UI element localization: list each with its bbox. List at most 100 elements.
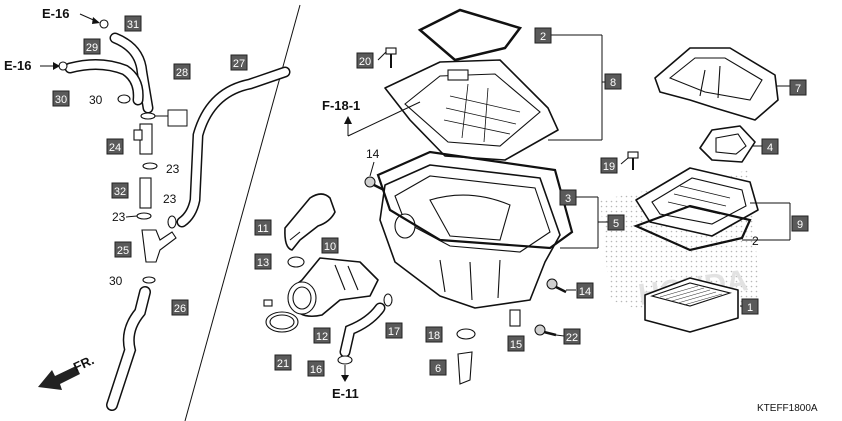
callout-30-low-label: 30 <box>109 274 123 288</box>
fr-label: FR. <box>71 352 96 374</box>
callout-21: 21 <box>274 354 292 371</box>
boot-10 <box>287 257 379 318</box>
callout-24: 24 <box>106 138 124 155</box>
callout-18-label: 18 <box>428 330 440 342</box>
callout-32: 32 <box>111 182 129 199</box>
clamp-30-lower <box>142 276 156 284</box>
ref-e16-left: E-16 <box>4 58 31 73</box>
callout-9-label: 9 <box>797 219 803 231</box>
callout-6-label: 6 <box>435 363 441 375</box>
callout-23a-label: 23 <box>166 162 180 176</box>
ref-e16-top: E-16 <box>42 6 69 21</box>
callout-15-label: 15 <box>510 339 522 351</box>
callout-11-label: 11 <box>257 223 268 235</box>
callout-23b: 23 <box>163 192 177 206</box>
callout-17: 17 <box>385 322 403 339</box>
clip-29 <box>99 19 109 29</box>
callout-7-label: 7 <box>795 83 801 95</box>
clamp-13 <box>287 256 305 268</box>
gasket-3 <box>376 150 574 250</box>
clip-30-top <box>58 61 68 71</box>
callout-14-top: 14 <box>366 147 380 161</box>
seal-4 <box>699 125 756 163</box>
callout-8: 8 <box>604 73 622 90</box>
callout-30-left: 30 <box>52 90 70 107</box>
callout-21-label: 21 <box>277 358 289 370</box>
callout-25: 25 <box>114 241 132 258</box>
front-direction-arrow: FR. <box>38 352 96 390</box>
band-21 <box>263 299 299 333</box>
callout-22: 22 <box>563 328 581 345</box>
callout-24-label: 24 <box>109 142 121 154</box>
hose-28 <box>64 59 144 106</box>
callout-22-label: 22 <box>566 332 578 344</box>
callout-28-label: 28 <box>176 67 188 79</box>
callout-29: 29 <box>83 38 101 55</box>
diagram-code: KTEFF1800A <box>757 403 818 414</box>
callout-4: 4 <box>761 138 779 155</box>
callout-27-label: 27 <box>233 58 245 70</box>
leader-box-small <box>167 109 188 127</box>
callout-20-label: 20 <box>359 56 371 68</box>
bolt-14-top <box>364 176 385 192</box>
callout-8-label: 8 <box>610 77 616 89</box>
callout-2-right-label: 2 <box>752 234 759 248</box>
callout-17-label: 17 <box>388 326 400 338</box>
callout-14-right-label: 14 <box>579 286 591 298</box>
callout-12: 12 <box>313 327 331 344</box>
callout-2-right: 2 <box>752 234 759 248</box>
callout-30-mid-label: 30 <box>89 93 103 107</box>
callout-27: 27 <box>230 54 248 71</box>
clamp-23c <box>167 215 177 229</box>
bolt-20 <box>385 47 397 68</box>
callout-12-label: 12 <box>316 331 328 343</box>
callout-30-mid: 30 <box>89 93 103 107</box>
clip-18 <box>456 328 476 340</box>
callout-29-label: 29 <box>86 42 98 54</box>
screw-19 <box>627 151 639 170</box>
callout-15: 15 <box>507 335 525 352</box>
callout-4-label: 4 <box>767 142 773 154</box>
duct-11 <box>284 193 336 251</box>
callout-7: 7 <box>789 79 807 96</box>
gasket-2-right <box>633 204 752 252</box>
bolt-14-right <box>546 278 567 294</box>
callout-25-label: 25 <box>117 245 129 257</box>
clamp-23a <box>142 162 158 170</box>
callout-26-label: 26 <box>174 303 186 315</box>
callout-3: 3 <box>559 189 577 206</box>
callout-1: 1 <box>741 298 759 315</box>
callout-13: 13 <box>254 253 272 270</box>
callout-14-right: 14 <box>576 282 594 299</box>
callout-18: 18 <box>425 326 443 343</box>
housing-7 <box>654 47 779 121</box>
callout-20: 20 <box>356 52 374 69</box>
callout-31-label: 31 <box>127 19 139 31</box>
clamp-17 <box>383 293 393 307</box>
clip-15 <box>509 309 521 327</box>
case-5 <box>379 164 561 309</box>
callout-19: 19 <box>600 157 618 174</box>
callout-26: 26 <box>171 299 189 316</box>
callout-30-low: 30 <box>109 274 123 288</box>
hose-31 <box>109 32 154 114</box>
clamp-ring <box>140 112 156 120</box>
ref-e11: E-11 <box>332 386 359 401</box>
drain-tube-12 <box>339 302 386 358</box>
ref-f18-1: F-18-1 <box>322 98 360 113</box>
clamp-23b <box>136 212 152 220</box>
callout-5: 5 <box>607 214 625 231</box>
callout-9: 9 <box>791 215 809 232</box>
callout-19-label: 19 <box>603 161 615 173</box>
callout-28: 28 <box>173 63 191 80</box>
hose-26 <box>106 286 151 411</box>
callout-1-label: 1 <box>747 302 753 314</box>
callout-23a: 23 <box>166 162 180 176</box>
callout-23b-label: 23 <box>163 192 177 206</box>
pipe-32 <box>139 177 152 209</box>
callout-23c-label: 23 <box>112 210 126 224</box>
bolt-22 <box>534 324 557 337</box>
callout-16-label: 16 <box>310 364 322 376</box>
callout-5-label: 5 <box>613 218 619 230</box>
